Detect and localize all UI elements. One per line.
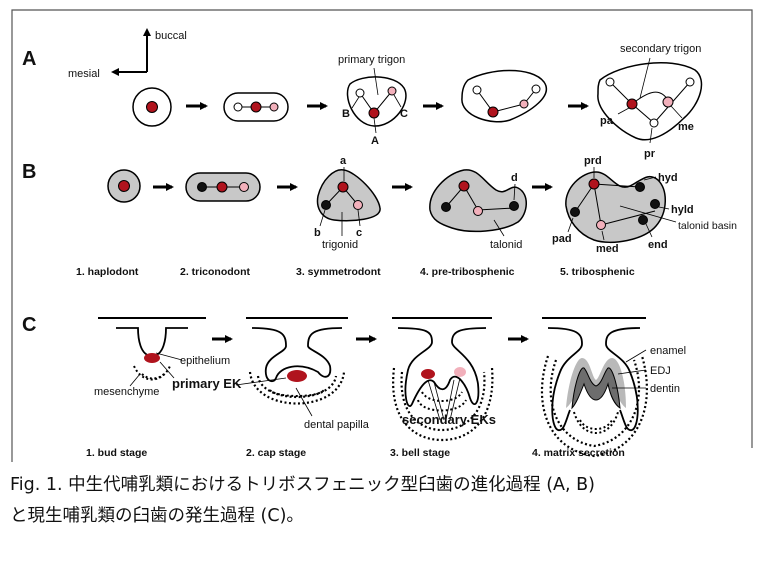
caption-line-2: と現生哺乳類の臼歯の発生過程 (C)。 [10, 501, 758, 532]
cusp-B-label: B [342, 108, 350, 120]
c-stage-label-3: 3. bell stage [390, 447, 450, 459]
primary-trigon-label: primary trigon [338, 54, 405, 66]
c-stage-2-cap: dental papilla [236, 318, 370, 431]
c-stage-label-4: 4. matrix secretion [532, 447, 625, 459]
epithelium-label: epithelium [180, 355, 230, 367]
primary-cusp [147, 102, 158, 113]
b-stage-3-tooth: a b c trigonid [314, 155, 380, 251]
cusp-C-label: C [400, 108, 408, 120]
cusp-d-label: d [511, 172, 518, 184]
mesenchyme-label: mesenchyme [94, 386, 159, 398]
b-stage-label-5: 5. tribosphenic [560, 266, 635, 278]
c-stage-3-bell: secondary EKs [392, 318, 496, 440]
primary-ek-label: primary EK [172, 376, 242, 391]
panel-b-label: B [22, 161, 36, 183]
dental-papilla-label: dental papilla [304, 419, 370, 431]
cusp-end-label: end [648, 239, 668, 251]
talonid-label: talonid [490, 239, 522, 251]
caption-line-1: Fig. 1. 中生代哺乳類におけるトリボスフェニック型臼歯の進化過程 (A, … [10, 470, 758, 501]
cusp-A-label: A [371, 135, 379, 147]
b-stage-label-2: 2. triconodont [180, 266, 250, 278]
cusp-pad-label: pad [552, 233, 572, 245]
mesial-label: mesial [68, 68, 100, 80]
secondary-trigon-label: secondary trigon [620, 43, 701, 55]
cusp-prd-label: prd [584, 155, 602, 167]
cusp-pr-label: pr [644, 148, 656, 160]
buccal-label: buccal [155, 30, 187, 42]
talonid-basin-label: talonid basin [678, 220, 737, 232]
b-stage-4-tooth: d talonid [430, 170, 526, 251]
figure-caption: Fig. 1. 中生代哺乳類におけるトリボスフェニック型臼歯の進化過程 (A, … [10, 470, 758, 532]
b-stage-label-3: 3. symmetrodont [296, 266, 381, 278]
orientation-compass: buccal mesial [68, 30, 187, 80]
cusp-hyld-label: hyld [671, 204, 694, 216]
cusp-a-label: a [340, 155, 347, 167]
c-stage-label-1: 1. bud stage [86, 447, 147, 459]
secondary-eks-label: secondary EKs [402, 412, 496, 427]
edj-label: EDJ [650, 365, 671, 377]
cusp-c-label: c [356, 227, 362, 239]
cusp-pa-label: pa [600, 115, 614, 127]
a-stage-2-tooth [224, 93, 288, 121]
trigonid-label: trigonid [322, 239, 358, 251]
a-stage-4-tooth [462, 71, 546, 122]
b-stage-5-tooth: prd hyd hyld talonid basin end pad med [552, 155, 737, 255]
b-stage-label-1: 1. haplodont [76, 266, 139, 278]
c-stage-label-2: 2. cap stage [246, 447, 306, 459]
a-stage-5-tooth: secondary trigon pa pr me [598, 43, 702, 160]
cusp-med-label: med [596, 243, 619, 255]
cusp-b-label: b [314, 227, 321, 239]
b-stage-label-4: 4. pre-tribosphenic [420, 266, 515, 278]
dentin-label: dentin [650, 383, 680, 395]
c-stage-1-bud: epithelium mesenchyme primary EK [94, 318, 242, 398]
b-stage-1-tooth [108, 170, 140, 202]
a-stage-3-tooth: primary trigon B C A [338, 54, 408, 147]
enamel-label: enamel [650, 345, 686, 357]
panel-c-label: C [22, 314, 36, 336]
c-stage-4-matrix-secretion: enamel EDJ dentin [542, 318, 686, 456]
panel-a-label: A [22, 48, 36, 70]
tooth-evolution-figure: A buccal mesial primary trigon B C A [0, 0, 762, 470]
b-stage-2-tooth [186, 173, 260, 201]
cusp-me-label: me [678, 121, 694, 133]
a-stage-1-tooth [133, 88, 171, 126]
cusp-hyd-label: hyd [658, 172, 678, 184]
